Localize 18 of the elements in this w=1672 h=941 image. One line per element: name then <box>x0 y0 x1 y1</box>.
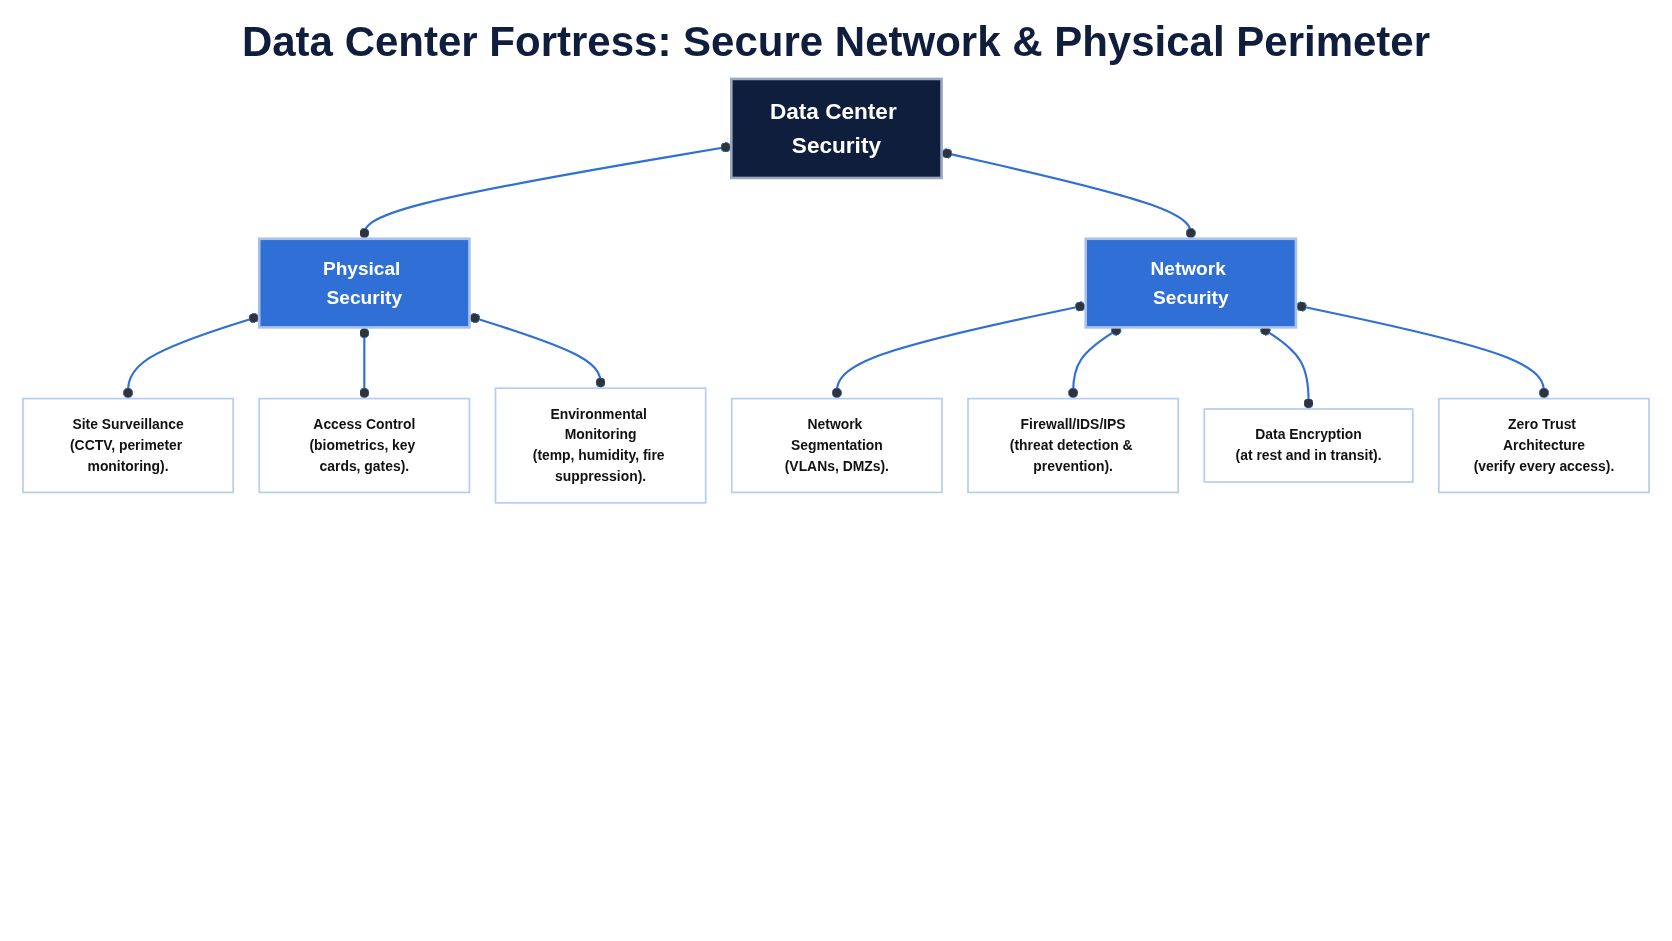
connector <box>469 312 606 389</box>
connector <box>941 148 1197 239</box>
node-box: Network Segmentation (VLANs, DMZs). <box>730 397 943 494</box>
connector <box>831 301 1086 399</box>
node-box: Access Control (biometrics, key cards, gates). <box>258 397 471 494</box>
diagram-title: Data Center Fortress: Secure Network & Physical Perimeter <box>240 18 1432 66</box>
connector <box>359 141 732 239</box>
node-box: Site Surveillance (CCTV, perimeter monitoring). <box>22 397 235 494</box>
connector <box>359 327 370 399</box>
node-box: Data Center Security <box>730 77 943 180</box>
node-box: Network Security <box>1084 237 1298 329</box>
node-box: Physical Security <box>257 237 471 329</box>
node-box: Firewall/IDS/IPS (threat detection & prevention). <box>967 397 1180 494</box>
connector <box>1295 301 1550 399</box>
node-box: Environmental Monitoring (temp, humidity, fire suppression). <box>494 387 707 504</box>
connector <box>122 312 260 399</box>
node-box: Zero Trust Architecture (verify every access). <box>1437 397 1650 494</box>
node-box: Data Encryption (at rest and in transit). <box>1203 408 1414 483</box>
